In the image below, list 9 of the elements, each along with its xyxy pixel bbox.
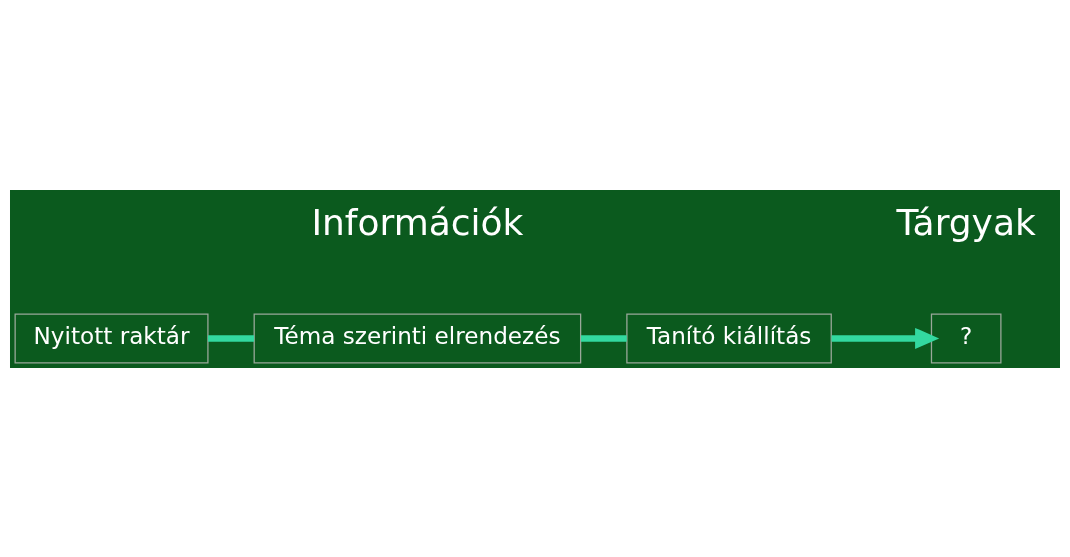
connector (207, 334, 255, 342)
node-box: Téma szerinti elrendezés (253, 312, 582, 363)
node-box: Nyitott raktár (14, 312, 209, 363)
arrow (831, 327, 940, 349)
label: Tárgyak (896, 202, 1036, 243)
connector (580, 334, 627, 342)
node-box: Tanító kiállítás (626, 312, 832, 363)
node-box: ? (930, 312, 1002, 363)
label: Információk (311, 202, 524, 243)
